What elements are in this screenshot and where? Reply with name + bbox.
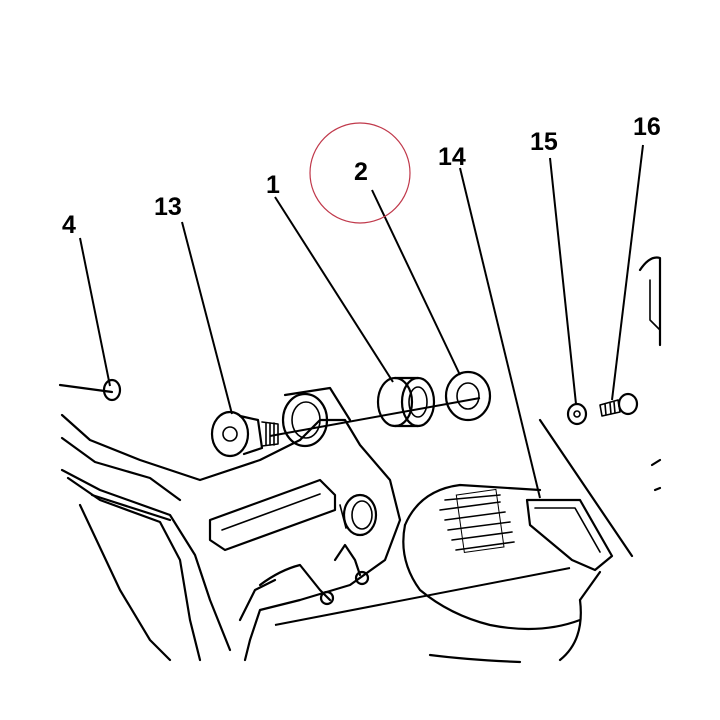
warning-label bbox=[439, 488, 515, 554]
highlight-circle bbox=[309, 122, 411, 224]
part-4-pin bbox=[102, 378, 122, 402]
heat-shield bbox=[525, 418, 634, 602]
pipe-body bbox=[402, 483, 582, 664]
part-2-washer bbox=[444, 370, 492, 422]
leader-4 bbox=[79, 237, 111, 387]
callout-1: 1 bbox=[266, 171, 280, 199]
bracket-bushing-seat bbox=[281, 392, 329, 448]
part-15-washer bbox=[566, 402, 588, 426]
callout-labels: 4 13 1 2 14 15 16 bbox=[62, 113, 661, 239]
leader-14 bbox=[459, 167, 541, 499]
assembly-axis bbox=[269, 397, 481, 437]
part-16-screw bbox=[599, 392, 639, 417]
callout-14: 14 bbox=[438, 143, 466, 171]
callout-2: 2 bbox=[354, 158, 368, 186]
leader-13 bbox=[181, 221, 233, 415]
callout-4: 4 bbox=[62, 211, 76, 239]
leader-15 bbox=[549, 157, 577, 405]
assembly-axis-lower bbox=[274, 567, 571, 626]
leader-16 bbox=[611, 144, 644, 401]
leader-lines bbox=[79, 144, 644, 499]
leader-2 bbox=[371, 189, 461, 376]
callout-13: 13 bbox=[154, 193, 182, 221]
part-13-bolt bbox=[210, 410, 279, 458]
right-frame-edge bbox=[638, 256, 662, 492]
part-1-bushing bbox=[376, 376, 436, 428]
leader-1 bbox=[274, 196, 394, 383]
callout-16: 16 bbox=[633, 113, 661, 141]
frame-bracket bbox=[58, 383, 402, 662]
callout-15: 15 bbox=[530, 128, 558, 156]
